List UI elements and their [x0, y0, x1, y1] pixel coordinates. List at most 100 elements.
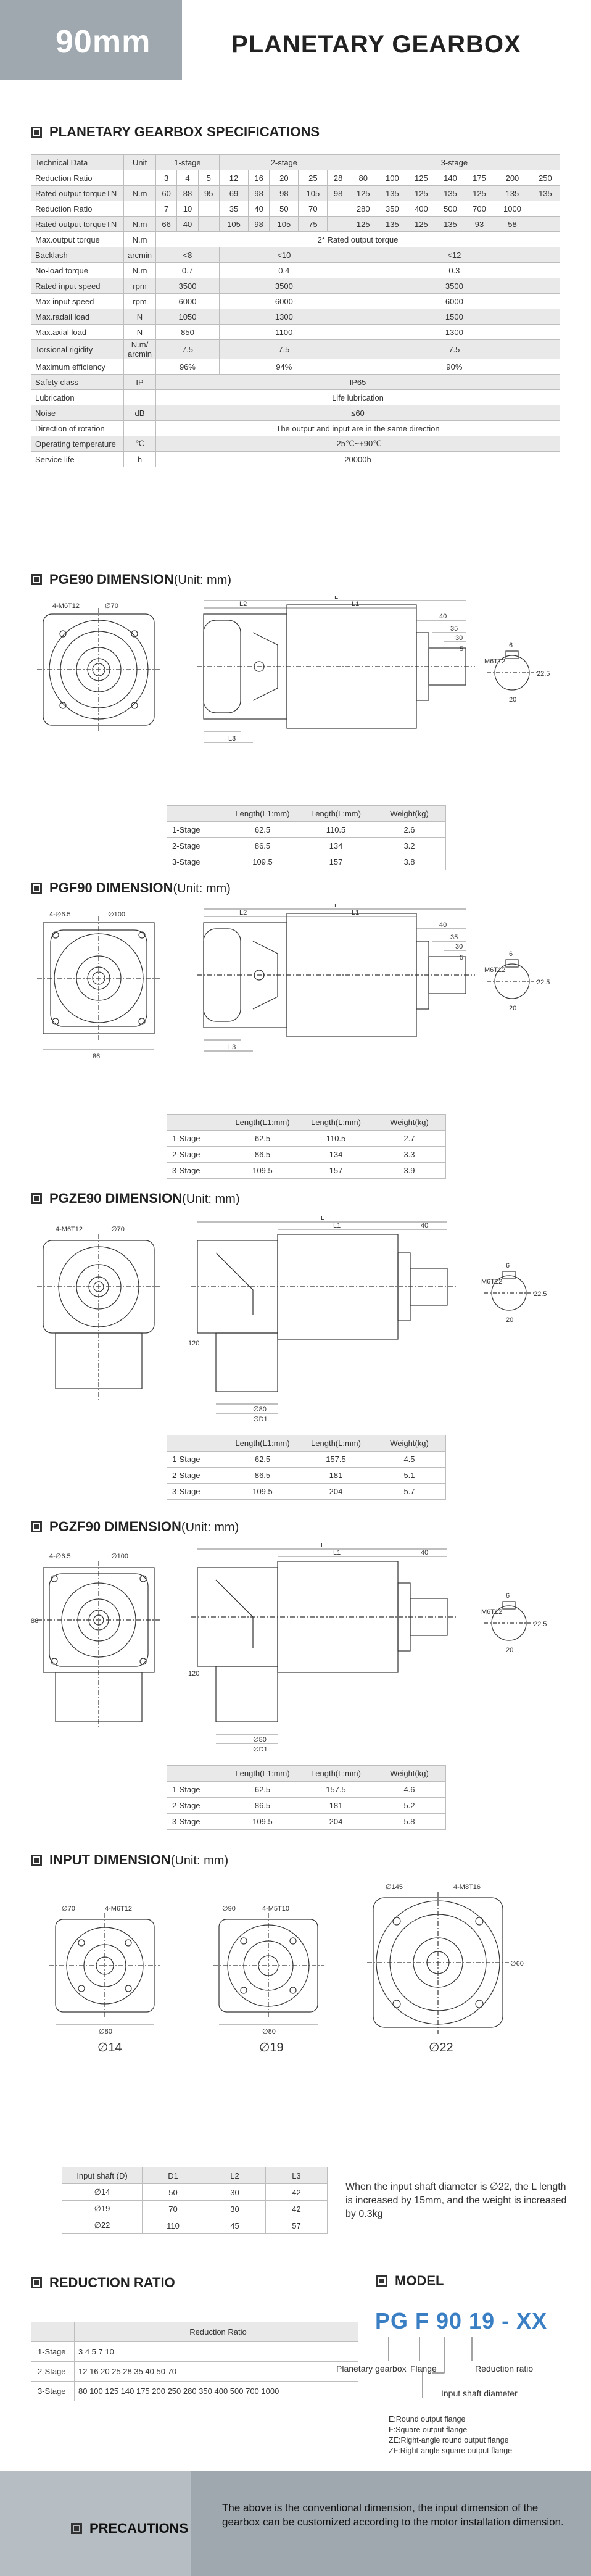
svg-text:∅80: ∅80: [262, 2028, 276, 2035]
section-square-icon: [71, 2523, 82, 2534]
svg-text:4-M8T16: 4-M8T16: [453, 1884, 481, 1891]
input-drawing-22: ∅145 4-M8T16 ∅60: [361, 1879, 527, 2043]
svg-text:4-M6T12: 4-M6T12: [56, 1226, 83, 1233]
footer-left-panel: [0, 2471, 191, 2576]
pge90-drawing: 4-M6T12 ∅70 L L2 L1 40 35 30 5 L3 M6T12 …: [31, 593, 555, 802]
svg-text:4-M5T10: 4-M5T10: [262, 1905, 289, 1913]
input-note: When the input shaft diameter is ∅22, th…: [345, 2182, 567, 2219]
svg-text:∅80: ∅80: [253, 1406, 267, 1413]
section-pge90-heading: PGE90 DIMENSION(Unit: mm): [31, 571, 231, 588]
section-pgzf90-heading: PGZF90 DIMENSION(Unit: mm): [31, 1518, 239, 1535]
dim-header-row: Length(L1:mm)Length(L:mm)Weight(kg): [167, 1114, 446, 1131]
svg-text:120: 120: [188, 1340, 199, 1347]
svg-text:L: L: [334, 596, 338, 600]
svg-text:4-∅6.5: 4-∅6.5: [49, 1553, 71, 1560]
input-drawing-14: ∅70 4-M6T12 ∅80: [37, 1901, 173, 2040]
input-caption-19: ∅19: [259, 2041, 284, 2055]
section-square-icon: [31, 2277, 42, 2288]
svg-text:22.5: 22.5: [534, 1290, 547, 1298]
svg-text:40: 40: [439, 921, 447, 929]
section-precautions-heading: PRECAUTIONS: [71, 2520, 188, 2537]
svg-text:L1: L1: [333, 1222, 341, 1229]
section-input-heading: INPUT DIMENSION(Unit: mm): [31, 1851, 228, 1869]
svg-text:6: 6: [509, 950, 513, 958]
svg-text:35: 35: [450, 934, 458, 941]
svg-text:5: 5: [460, 954, 463, 962]
svg-text:L1: L1: [352, 600, 359, 608]
spec-row: Operating temperature℃-25℃~+90℃: [31, 436, 560, 452]
svg-text:35: 35: [450, 625, 458, 633]
svg-text:6: 6: [509, 642, 513, 649]
svg-text:L: L: [334, 904, 338, 909]
section-square-icon: [376, 2275, 387, 2287]
pgzf90-table: Length(L1:mm)Length(L:mm)Weight(kg)1-Sta…: [167, 1765, 446, 1830]
model-label-flange: Flange: [410, 2364, 437, 2374]
svg-text:L: L: [321, 1543, 324, 1549]
section-model-heading: MODEL: [376, 2272, 444, 2290]
svg-text:L1: L1: [352, 909, 359, 916]
svg-text:6: 6: [506, 1592, 510, 1600]
section-reduction-heading: REDUCTION RATIO: [31, 2274, 175, 2291]
model-label-series: Planetary gearbox: [336, 2364, 407, 2374]
svg-text:∅60: ∅60: [510, 1960, 524, 1967]
svg-text:L3: L3: [228, 735, 236, 742]
svg-text:20: 20: [509, 1005, 516, 1012]
svg-text:L3: L3: [228, 1044, 236, 1051]
spec-header-row: Technical Data Unit 1-stage 2-stage 3-st…: [31, 154, 561, 170]
svg-text:∅90: ∅90: [222, 1905, 236, 1913]
svg-text:M6T12: M6T12: [484, 658, 505, 665]
svg-text:4-M6T12: 4-M6T12: [105, 1905, 132, 1913]
section-square-icon: [31, 1193, 42, 1204]
section-square-icon: [31, 1855, 42, 1866]
svg-text:L2: L2: [239, 600, 247, 608]
svg-text:∅80: ∅80: [99, 2028, 112, 2035]
svg-text:120: 120: [188, 1670, 199, 1677]
svg-text:22.5: 22.5: [534, 1621, 547, 1628]
svg-text:∅145: ∅145: [386, 1884, 403, 1891]
svg-text:40: 40: [439, 613, 447, 620]
pgze90-table: Length(L1:mm)Length(L:mm)Weight(kg)1-Sta…: [167, 1435, 446, 1500]
lbl-4-m6t12: 4-M6T12: [52, 602, 80, 610]
svg-text:∅100: ∅100: [108, 911, 125, 918]
svg-text:∅70: ∅70: [105, 602, 118, 610]
svg-text:4-∅6.5: 4-∅6.5: [49, 911, 71, 918]
svg-text:M6T12: M6T12: [484, 966, 505, 974]
pgf90-drawing: 4-∅6.5 ∅100 86 L L2 L1 40 35 30 5 L3 M6T…: [31, 902, 555, 1111]
model-code: PG F 90 19 - XX: [375, 2308, 548, 2333]
section-pgf90-heading: PGF90 DIMENSION(Unit: mm): [31, 879, 231, 897]
header-size-panel: [0, 0, 182, 80]
svg-text:M6T12: M6T12: [481, 1278, 502, 1286]
svg-text:M6T12: M6T12: [481, 1608, 502, 1616]
page-header: 90mm PLANETARY GEARBOX: [0, 0, 591, 80]
footer-band: [0, 2471, 591, 2576]
